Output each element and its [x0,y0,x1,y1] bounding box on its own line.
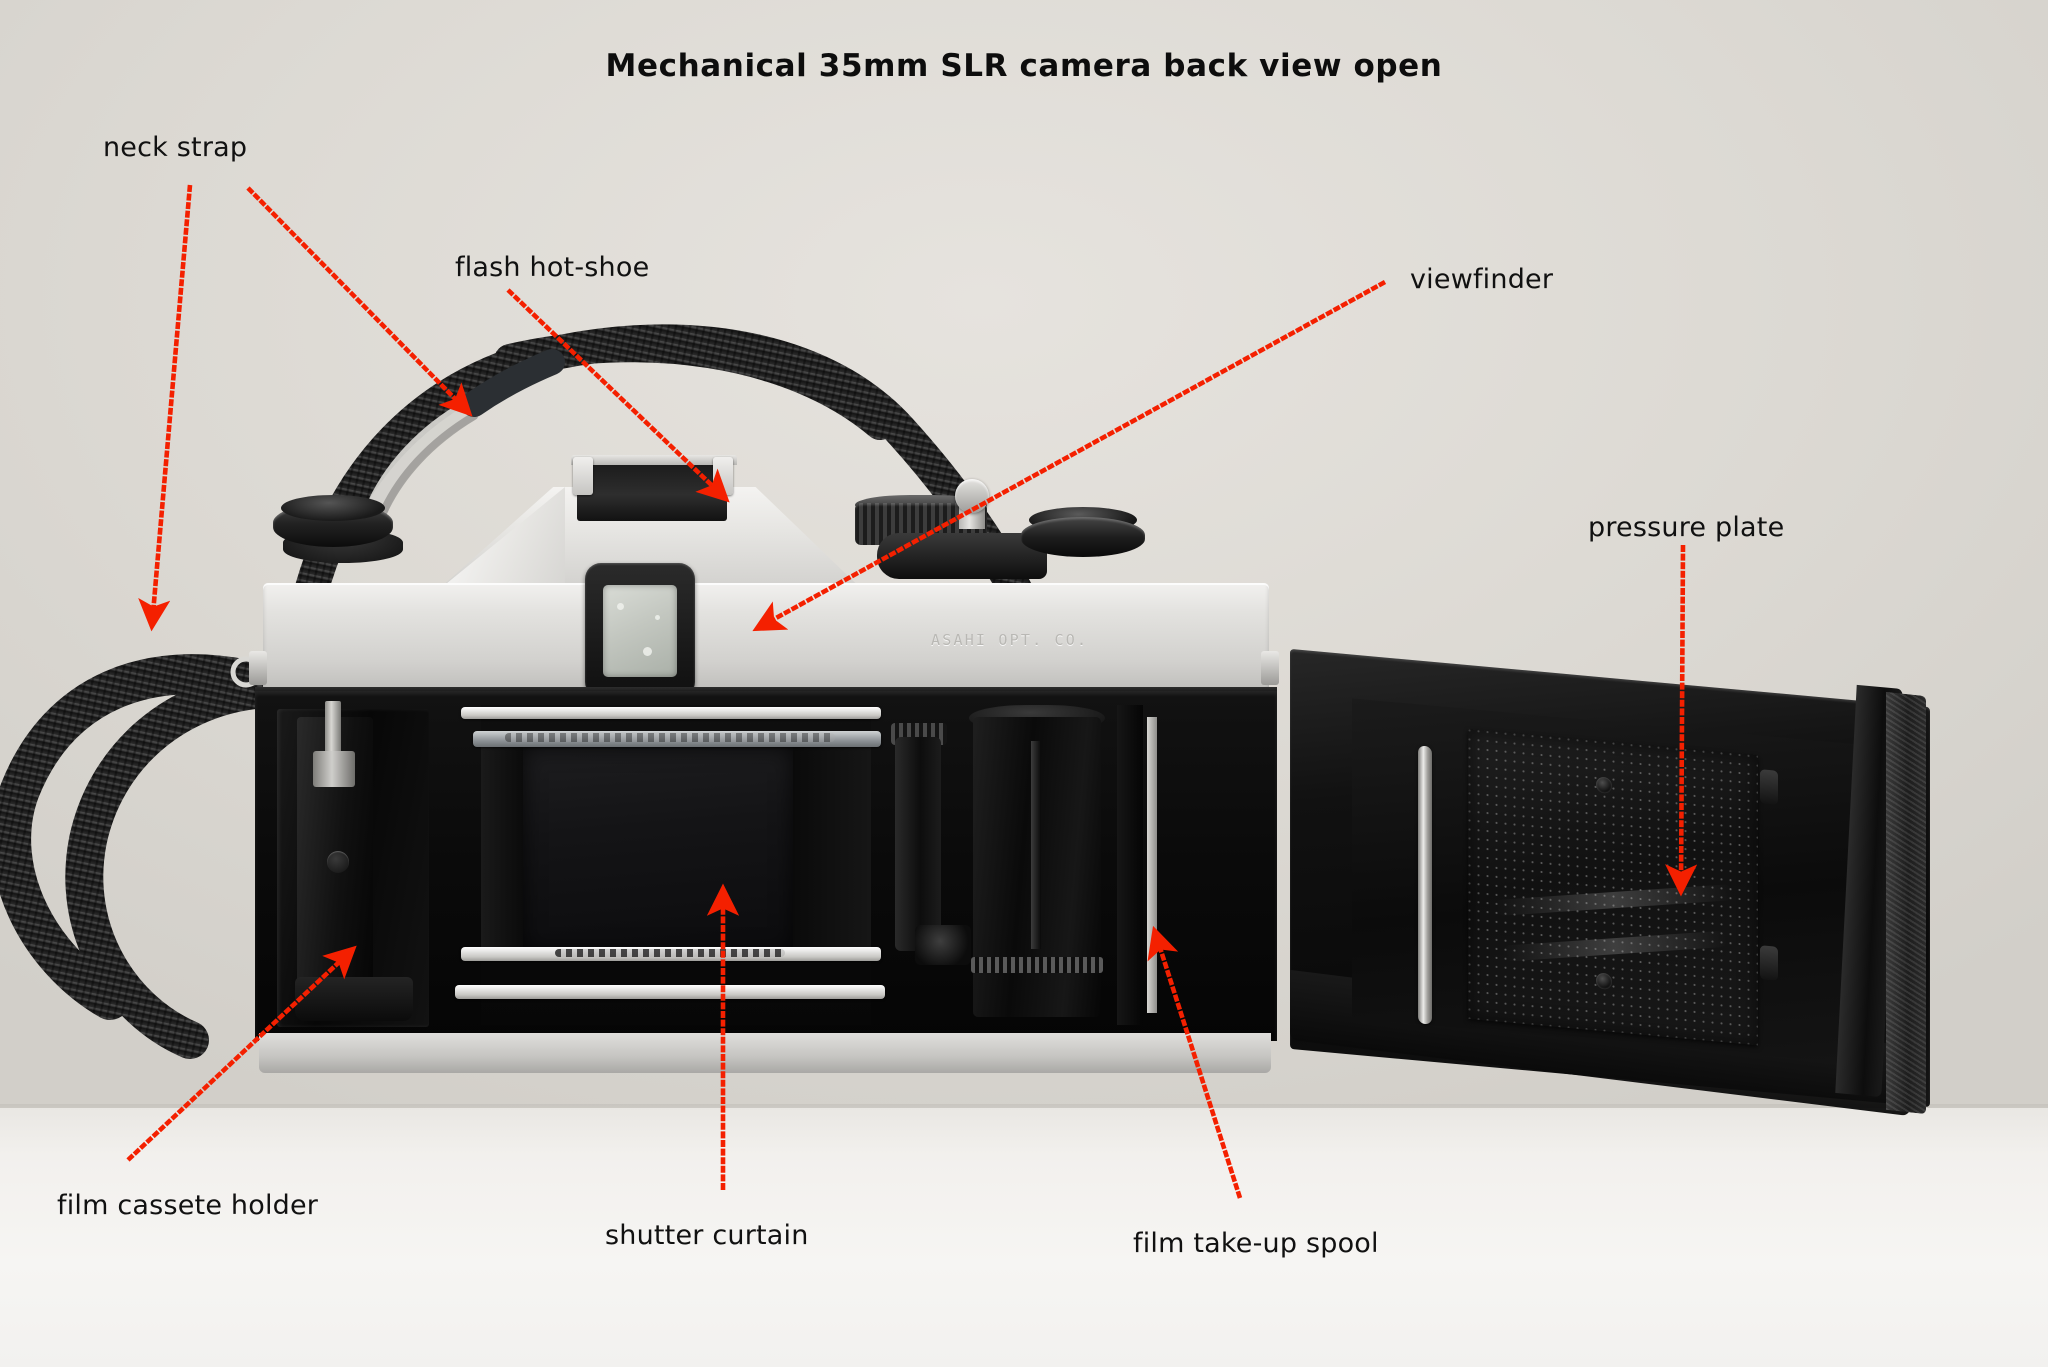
pressure-plate-spring-rail [1418,745,1432,1025]
viewfinder-glass [603,585,677,677]
label-film-take-up-spool: film take-up spool [1133,1228,1379,1259]
plate-reflection [1494,884,1734,917]
rail-residue [555,949,785,957]
flash-hot-shoe [577,463,727,521]
glass-highlight [655,615,660,620]
film-gate-right-land [791,745,871,955]
camera-top-plate [263,583,1269,695]
back-door-light-seal-edge [1886,691,1926,1115]
brand-engraving: ASAHI OPT. CO. [931,631,1089,649]
pressure-plate-screw-bottom [1596,972,1612,990]
label-neck-strap: neck strap [103,132,248,163]
take-up-spool-gear [915,925,971,965]
camera-base-plate [259,1033,1271,1073]
camera-back-door [1290,648,2030,1138]
slr-camera-body: ASAHI OPT. CO. [249,455,1315,1115]
label-film-cassete-holder: film cassete holder [57,1190,319,1221]
cassette-well-floor [295,977,413,1021]
page-title: Mechanical 35mm SLR camera back view ope… [605,48,1443,84]
shutter-curtain [523,747,793,953]
right-knob [1021,517,1145,557]
hot-shoe-rail-left [573,457,593,495]
label-viewfinder: viewfinder [1410,264,1554,295]
chamber-right-edge [1117,705,1143,1025]
door-catch-upper [1760,769,1778,805]
table-surface [0,1108,2048,1367]
rail-residue [505,733,835,742]
glass-highlight [617,603,624,610]
glass-highlight [643,647,652,656]
rewind-fork-shaft [325,701,341,763]
film-rail-top-outer [461,707,881,719]
take-up-spool-teeth [971,957,1103,973]
film-rail-top-inner [473,731,881,747]
take-up-spool-slot [1031,741,1041,949]
label-pressure-plate: pressure plate [1588,512,1785,543]
plate-reflection [1502,930,1728,962]
film-rail-bottom-outer [455,985,885,999]
sprocket-wheel [895,737,941,951]
back-door-hinge-strip [1147,717,1157,1013]
rewind-knob-top [281,495,385,521]
pressure-plate-screw-top [1596,776,1612,794]
film-gate-left-land [481,745,525,955]
strap-lug-left [249,651,267,685]
door-catch-lower [1760,945,1778,981]
pentaprism-left-facet [430,487,565,597]
label-flash-hot-shoe: flash hot-shoe [455,252,650,283]
viewfinder-eyepiece [585,563,695,698]
strap-lug-right [1261,651,1279,685]
label-shutter-curtain: shutter curtain [605,1220,809,1251]
pressure-plate [1468,728,1758,1046]
hot-shoe-rail-right [713,457,733,495]
rewind-fork-head [313,751,355,787]
cassette-well-detent [327,851,349,873]
shutter-release-button [955,479,989,513]
